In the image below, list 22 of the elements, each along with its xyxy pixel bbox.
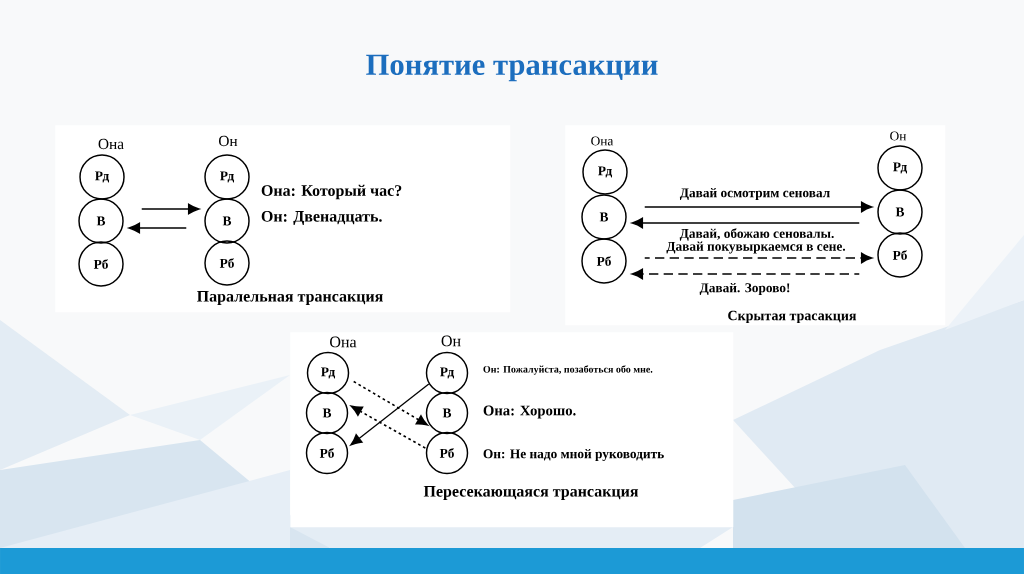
dialogue-line: Он: Не надо мной руководить (483, 448, 664, 462)
title: Понятие трансакции (366, 54, 658, 82)
arrow (350, 383, 430, 446)
arrow (350, 405, 427, 449)
dialogue-line: Он: Пожалуйста, позаботься обо мне. (483, 365, 653, 375)
column-label: Он (890, 131, 907, 141)
dialogue-line: Она: Который час? (261, 184, 402, 200)
arrow (643, 252, 873, 264)
arrow (631, 217, 861, 229)
dialogue-line: Она: Хорошо. (483, 405, 576, 419)
column-label: Она (98, 138, 124, 150)
arrow (141, 203, 200, 215)
column-label: Она (591, 136, 614, 146)
arrow (128, 222, 188, 234)
column-label: Он (219, 135, 238, 147)
column-label: Он (441, 335, 461, 347)
arrow (643, 201, 873, 213)
arrow (631, 268, 861, 280)
edge-label: Давай покувыркаемся в сене. (665, 241, 847, 254)
arrow (352, 380, 428, 426)
column-label: Она (330, 336, 357, 348)
dialogue-line: Он: Двенадцать. (261, 211, 382, 225)
